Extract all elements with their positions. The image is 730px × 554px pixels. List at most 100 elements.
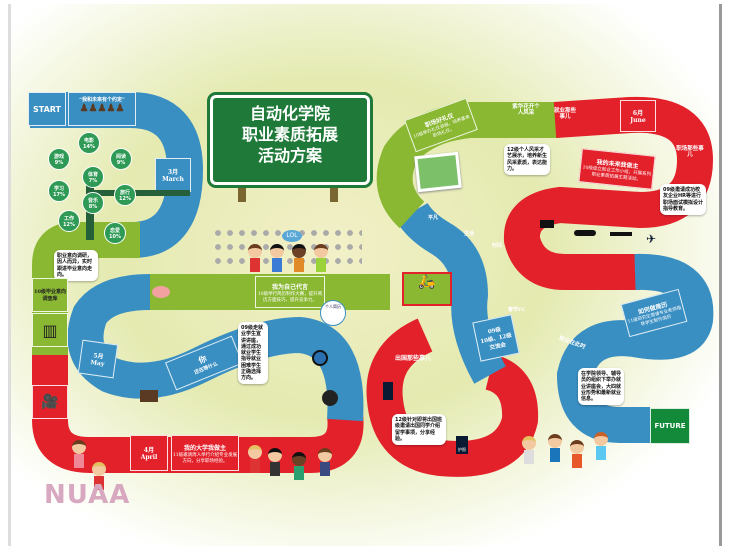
character-illustration [522,436,536,464]
hex-label: 春节FC [508,307,526,313]
sign-post [238,188,246,202]
character-illustration [248,244,262,272]
lol-bubble: LOL [282,230,302,242]
car-icon [574,230,596,236]
airplane-icon: ✈ [646,232,657,246]
label: March [162,176,184,183]
label: May [89,359,105,368]
label: 11级邀请周人举行介绍专业发展方向，分享职场经验。 [172,452,238,464]
track-blue-right [556,253,714,443]
character-illustration [248,445,262,473]
label: 7% [88,177,98,184]
label: 体育 [87,171,98,178]
resume-badge: 个人简历 [320,300,346,326]
clock-icon [312,350,328,366]
tree-branch [90,190,190,196]
character-illustration [268,448,282,476]
grade12-abroad-bubble: 12级针对即将出国班级邀请出国同学介绍留学事项，分享经验。 [392,414,446,445]
passport-icon: 护照 [456,436,468,454]
character-illustration [318,448,332,476]
grade09-job-bubble: 09级邀请成功校友企业HR等进行职场面试模拟设计指导教育。 [660,184,706,215]
survey-tile: 10级毕业意向调查库 [32,278,68,312]
workplace-label: 职场那些事儿 [676,146,704,159]
character-illustration [292,244,306,272]
track-green-left [32,222,140,360]
title-sign: 自动化学院 职业素质拓展 活动方案 [207,92,373,188]
label: 游戏 [53,153,64,160]
label: 我的大学我做主 [183,444,226,452]
label: 恋爱 [109,227,120,234]
character-illustration [292,452,306,480]
label: 音乐 [87,197,98,204]
track-red-bottom [32,355,364,473]
character-illustration [92,462,106,490]
character-illustration [314,244,328,272]
label: START [32,104,62,114]
wallet-icon [140,390,158,402]
character-illustration [270,244,284,272]
photo-frame-icon [414,151,462,193]
promise-tile: “我和未来有个约定”♟♟♟♟♟ [68,92,136,126]
label: 职业素质拓展 [241,124,338,144]
label: 3月 [167,169,179,176]
label: 9% [116,159,126,166]
track-red-abroad [366,318,539,477]
building-icon-tile: ▥ [32,313,68,347]
track-blue-s [396,202,506,384]
label: NUAA [44,480,131,510]
building-icon: ▥ [42,320,58,340]
lol-label: LOL [286,232,298,239]
piggy-bank-icon [152,286,170,298]
label: 我为自己代言 [271,283,308,291]
label: 9% [54,159,64,166]
label: “我和未来有个约定” [79,97,125,103]
label: 个人简历 [325,304,341,309]
linkedin-character [548,434,562,462]
label: 旅行 [119,189,130,196]
label: FUTURE [654,422,686,430]
sign-post [330,188,338,202]
job-info-bubble: 在学院领导、辅导员的组织下举办就业讲座会，大四就业形势和最新就业信息。 [578,368,624,406]
suitcase-icon [383,382,393,400]
basketball-icon [322,390,338,406]
camera-tile: 🎥 [32,385,68,419]
label: 14% [83,143,95,150]
charm-label: 紫华花开个人风采 [512,104,540,117]
track-red-right [503,96,714,290]
label: 阅读 [115,153,126,160]
label: 8% [88,203,98,210]
label: June [630,117,646,124]
employment-label: 就业那些事儿 [553,108,576,121]
label: 17% [53,191,65,198]
stumbleupon-character [570,440,584,468]
hex-label: 生活 [464,231,475,237]
future-tile: FUTURE [650,408,690,444]
career-bubble: 职业意向调研，因人而异，实时跟进毕业意向走向。 [54,250,98,281]
label: 护照 [458,447,466,452]
label: 活动方案 [257,145,322,165]
label: 交流会 [489,342,507,352]
label: 12% [63,221,75,228]
label: 10级举行简历制作大赛，提升简历方面技巧，提升竞争力。 [257,291,323,303]
hex-label: 时间 [492,243,503,249]
limo-icon [610,232,632,236]
abroad-label: 出国那些事儿 [394,355,431,362]
movie-camera-icon: 🎥 [41,394,59,410]
label: 工作 [63,215,74,222]
